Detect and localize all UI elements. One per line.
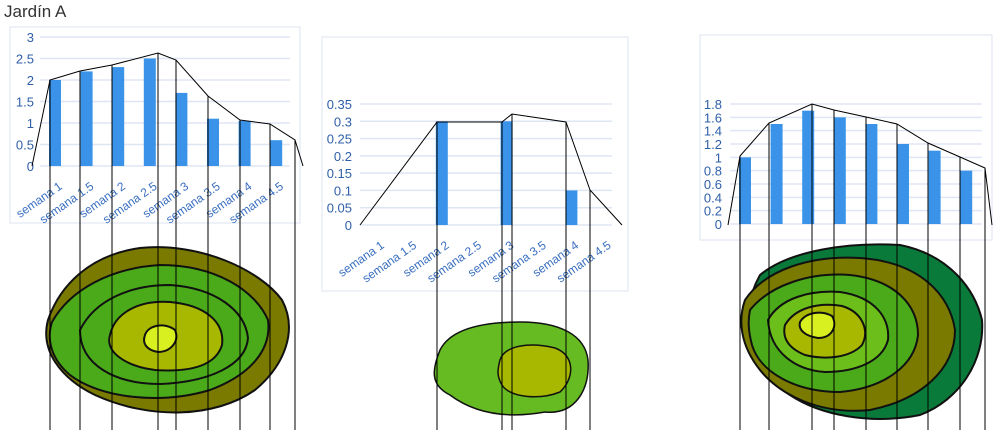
bar xyxy=(112,67,125,166)
bar xyxy=(770,124,783,224)
y-tick-label: 0 xyxy=(715,217,722,232)
bar xyxy=(500,121,513,225)
bar xyxy=(833,117,846,224)
y-tick-label: 0.15 xyxy=(327,166,352,181)
y-tick-label: 0 xyxy=(27,159,34,174)
bar xyxy=(435,121,448,225)
y-tick-label: 2.5 xyxy=(16,52,34,67)
bar xyxy=(960,170,973,224)
y-tick-label: 1.4 xyxy=(704,124,722,139)
contour-map-2 xyxy=(433,321,589,416)
y-tick-label: 1.6 xyxy=(704,110,722,125)
bar xyxy=(207,118,219,166)
envelope-line xyxy=(31,52,304,167)
chart-frame-3 xyxy=(699,34,993,241)
bar xyxy=(49,80,61,166)
bar xyxy=(270,140,283,166)
y-tick-label: 0.6 xyxy=(704,177,722,192)
y-tick-label: 2 xyxy=(27,73,34,88)
y-tick-label: 0.1 xyxy=(334,183,352,198)
bar xyxy=(897,144,909,224)
bar xyxy=(802,110,815,224)
y-tick-label: 0.05 xyxy=(327,201,352,216)
y-tick-label: 0.8 xyxy=(704,164,722,179)
bar xyxy=(143,58,156,166)
figure-title: Jardín A xyxy=(4,2,67,21)
y-tick-label: 1.2 xyxy=(704,137,722,152)
chart-frame-1 xyxy=(9,26,301,224)
envelope-line xyxy=(727,103,993,226)
bar xyxy=(928,150,941,224)
bar xyxy=(739,157,751,224)
y-tick-label: 0 xyxy=(345,218,352,233)
bar xyxy=(175,92,188,166)
bar xyxy=(238,120,251,166)
y-tick-label: 0.4 xyxy=(704,190,722,205)
y-tick-label: 0.3 xyxy=(334,114,352,129)
y-tick-label: 0.25 xyxy=(327,132,352,147)
y-tick-label: 1.8 xyxy=(704,97,722,112)
bar xyxy=(80,71,93,166)
y-tick-label: 0.2 xyxy=(334,149,352,164)
bar xyxy=(565,190,578,225)
contour-map-3 xyxy=(740,243,984,420)
bar xyxy=(865,124,878,224)
contour-map-1 xyxy=(45,246,290,414)
y-tick-label: 1 xyxy=(27,116,34,131)
y-tick-label: 1.5 xyxy=(16,95,34,110)
y-tick-label: 0.2 xyxy=(704,204,722,219)
y-tick-label: 0.35 xyxy=(327,97,352,112)
chart-frame-2 xyxy=(321,36,629,292)
y-tick-label: 1 xyxy=(715,150,722,165)
y-tick-label: 0.5 xyxy=(16,138,34,153)
y-tick-label: 3 xyxy=(27,30,34,45)
